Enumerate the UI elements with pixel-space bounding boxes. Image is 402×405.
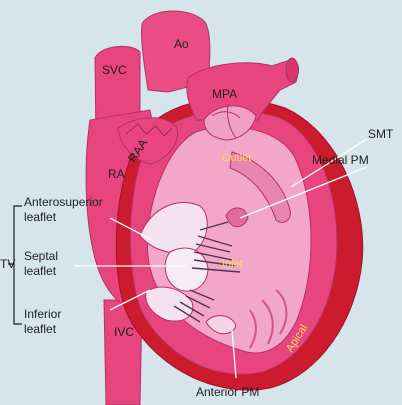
raa-wrinkle — [125, 123, 173, 137]
label-ao: Ao — [174, 37, 189, 51]
tv-bracket — [8, 205, 22, 325]
label-mpa: MPA — [212, 87, 238, 101]
label-ra: RA — [108, 167, 125, 181]
inferior-leaflet-shape — [145, 286, 194, 322]
label-ivc: IVC — [114, 325, 135, 339]
label-septal-leaflet: leaflet — [24, 264, 57, 278]
smt-band — [229, 151, 291, 223]
leader-lines — [74, 138, 368, 379]
label-inferior-leaflet: leaflet — [24, 322, 57, 336]
medial-pm — [225, 207, 249, 228]
anterior-pm — [205, 315, 237, 335]
label-anterosuperior-leaflet: leaflet — [24, 210, 57, 224]
label-anterior-pm: Anterior PM — [196, 385, 260, 399]
mpa-branch-end — [285, 57, 299, 83]
label-anterosuperior: Anterosuperior — [24, 195, 103, 209]
apical-trabeculations — [249, 289, 288, 349]
label-tv: TV — [0, 257, 16, 271]
label-smt: SMT — [368, 127, 394, 141]
pulmonary-valve — [203, 105, 257, 141]
chordae-tendineae — [173, 221, 241, 323]
label-septal: Septal — [24, 249, 59, 263]
label-medial-pm: Medial PM — [312, 153, 369, 167]
septal-leaflet-shape — [164, 247, 209, 292]
anterosuperior-leaflet-shape — [139, 202, 208, 254]
label-svc: SVC — [102, 63, 127, 77]
raa-appendage — [117, 117, 178, 165]
aorta-vessel — [141, 10, 211, 93]
label-inlet: Inlet — [222, 258, 243, 270]
label-outlet: Outlet — [222, 152, 252, 164]
label-inferior: Inferior — [24, 307, 62, 321]
